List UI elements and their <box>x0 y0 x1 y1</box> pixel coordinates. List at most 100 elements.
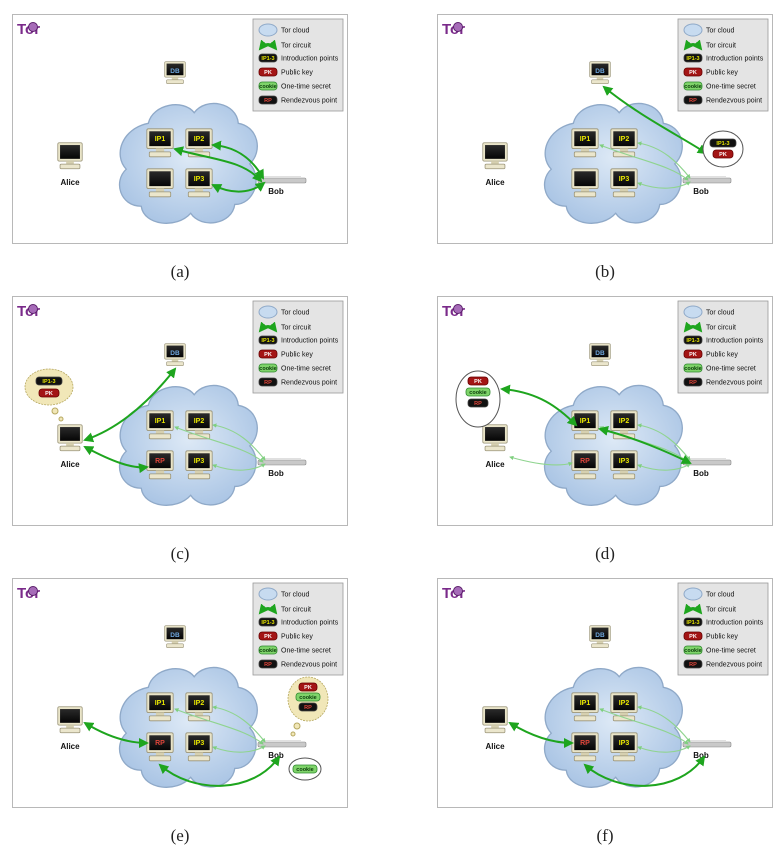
caption-f: (f) <box>596 826 614 845</box>
svg-text:IP1-3: IP1-3 <box>261 338 274 344</box>
pk-badge: PK <box>683 349 703 359</box>
ip2-label: IP2 <box>194 418 205 425</box>
tor-cloud-icon <box>683 305 703 319</box>
faint-circuit-ip2 <box>212 705 266 743</box>
ip3-label: IP3 <box>194 740 205 747</box>
pk-badge: PK <box>258 349 278 359</box>
circuit-bob-db <box>602 85 708 155</box>
ip3-label: IP3 <box>619 740 630 747</box>
circuit-rp-bob <box>158 755 281 787</box>
ip1-label: IP1 <box>580 136 591 143</box>
alice-computer <box>482 142 508 170</box>
caption-d: (d) <box>595 544 615 563</box>
alice-label: Alice <box>485 178 505 187</box>
intro-badge: IP1-3 <box>683 617 703 627</box>
legend-introduction-points: Introduction points <box>706 56 764 63</box>
legend-public-key: Public key <box>706 352 738 359</box>
bob-label: Bob <box>693 187 709 196</box>
legend-tor-cloud: Tor cloud <box>706 310 735 317</box>
svg-text:cookie: cookie <box>684 84 701 90</box>
svg-text:PK: PK <box>264 352 272 358</box>
intro-badge: IP1-3 <box>258 617 278 627</box>
bob-label: Bob <box>268 469 284 478</box>
onion-icon <box>453 586 463 596</box>
svg-text:PK: PK <box>689 352 697 358</box>
intro-badge: IP1-3 <box>683 335 703 345</box>
tor-cloud <box>118 666 259 788</box>
ip1-label: IP1 <box>580 418 591 425</box>
legend-introduction-points: Introduction points <box>706 338 764 345</box>
pk-badge: PK <box>683 631 703 641</box>
legend-tor-circuit: Tor circuit <box>706 607 736 614</box>
ip1-label: IP1 <box>155 136 166 143</box>
tor-circuit-icon <box>683 603 703 615</box>
db-label: DB <box>595 350 605 357</box>
ip2-label: IP2 <box>619 700 630 707</box>
onion-icon <box>28 22 38 32</box>
legend-public-key: Public key <box>281 352 313 359</box>
tor-cloud <box>543 666 684 788</box>
tor-cloud <box>118 102 259 224</box>
onion-icon <box>453 22 463 32</box>
legend-tor-cloud: Tor cloud <box>281 310 310 317</box>
alice-label: Alice <box>60 178 80 187</box>
tor-cloud <box>543 384 684 506</box>
svg-text:cookie: cookie <box>259 366 276 372</box>
bob-speech-bubble: cookie <box>288 757 322 781</box>
cookie-badge: cookie <box>683 645 703 655</box>
svg-text:RP: RP <box>689 380 697 386</box>
svg-text:cookie: cookie <box>684 366 701 372</box>
alice-computer <box>482 424 508 452</box>
legend-introduction-points: Introduction points <box>706 620 764 627</box>
svg-text:PK: PK <box>264 70 272 76</box>
legend-introduction-points: Introduction points <box>281 620 339 627</box>
ip1-label: IP1 <box>155 700 166 707</box>
svg-text:PK: PK <box>45 391 53 397</box>
tor-cloud <box>118 384 259 506</box>
ip1-label: IP1 <box>580 700 591 707</box>
ip1-label: IP1 <box>155 418 166 425</box>
cookie-badge: cookie <box>683 81 703 91</box>
svg-text:cookie: cookie <box>469 390 486 396</box>
svg-text:IP1-3: IP1-3 <box>261 620 274 626</box>
legend-public-key: Public key <box>281 70 313 77</box>
rp-label: RP <box>155 458 165 465</box>
ip3-label: IP3 <box>619 176 630 183</box>
faint-circuit-ip2 <box>637 705 691 743</box>
intro-badge: IP1-3 <box>683 53 703 63</box>
caption-c: (c) <box>170 544 190 563</box>
legend-tor-circuit: Tor circuit <box>281 325 311 332</box>
svg-text:IP1-3: IP1-3 <box>261 56 274 62</box>
svg-text:cookie: cookie <box>299 695 316 701</box>
circuit-ip1-bob <box>598 426 692 464</box>
svg-text:cookie: cookie <box>684 648 701 654</box>
legend-one-time-secret: One-time secret <box>281 84 331 91</box>
svg-text:cookie: cookie <box>259 84 276 90</box>
legend-public-key: Public key <box>281 634 313 641</box>
faint-circuit-ip3 <box>212 463 266 471</box>
svg-text:PK: PK <box>264 634 272 640</box>
circuit-alice-rp <box>508 721 574 748</box>
tor-cloud-icon <box>258 305 278 319</box>
tor-circuit-icon <box>683 39 703 51</box>
circuit-rp-bob <box>583 755 706 787</box>
svg-text:cookie: cookie <box>259 648 276 654</box>
svg-text:RP: RP <box>474 401 482 407</box>
cookie-badge: cookie <box>258 645 278 655</box>
pk-badge: PK <box>258 67 278 77</box>
rp-label: RP <box>580 740 590 747</box>
legend-rendezvous-point: Rendezvous point <box>706 662 762 669</box>
legend-tor-cloud: Tor cloud <box>706 28 735 35</box>
bob-label: Bob <box>693 469 709 478</box>
svg-text:IP1-3: IP1-3 <box>716 141 729 147</box>
svg-text:IP1-3: IP1-3 <box>686 338 699 344</box>
faint-circuit-alice-rp <box>509 455 573 467</box>
